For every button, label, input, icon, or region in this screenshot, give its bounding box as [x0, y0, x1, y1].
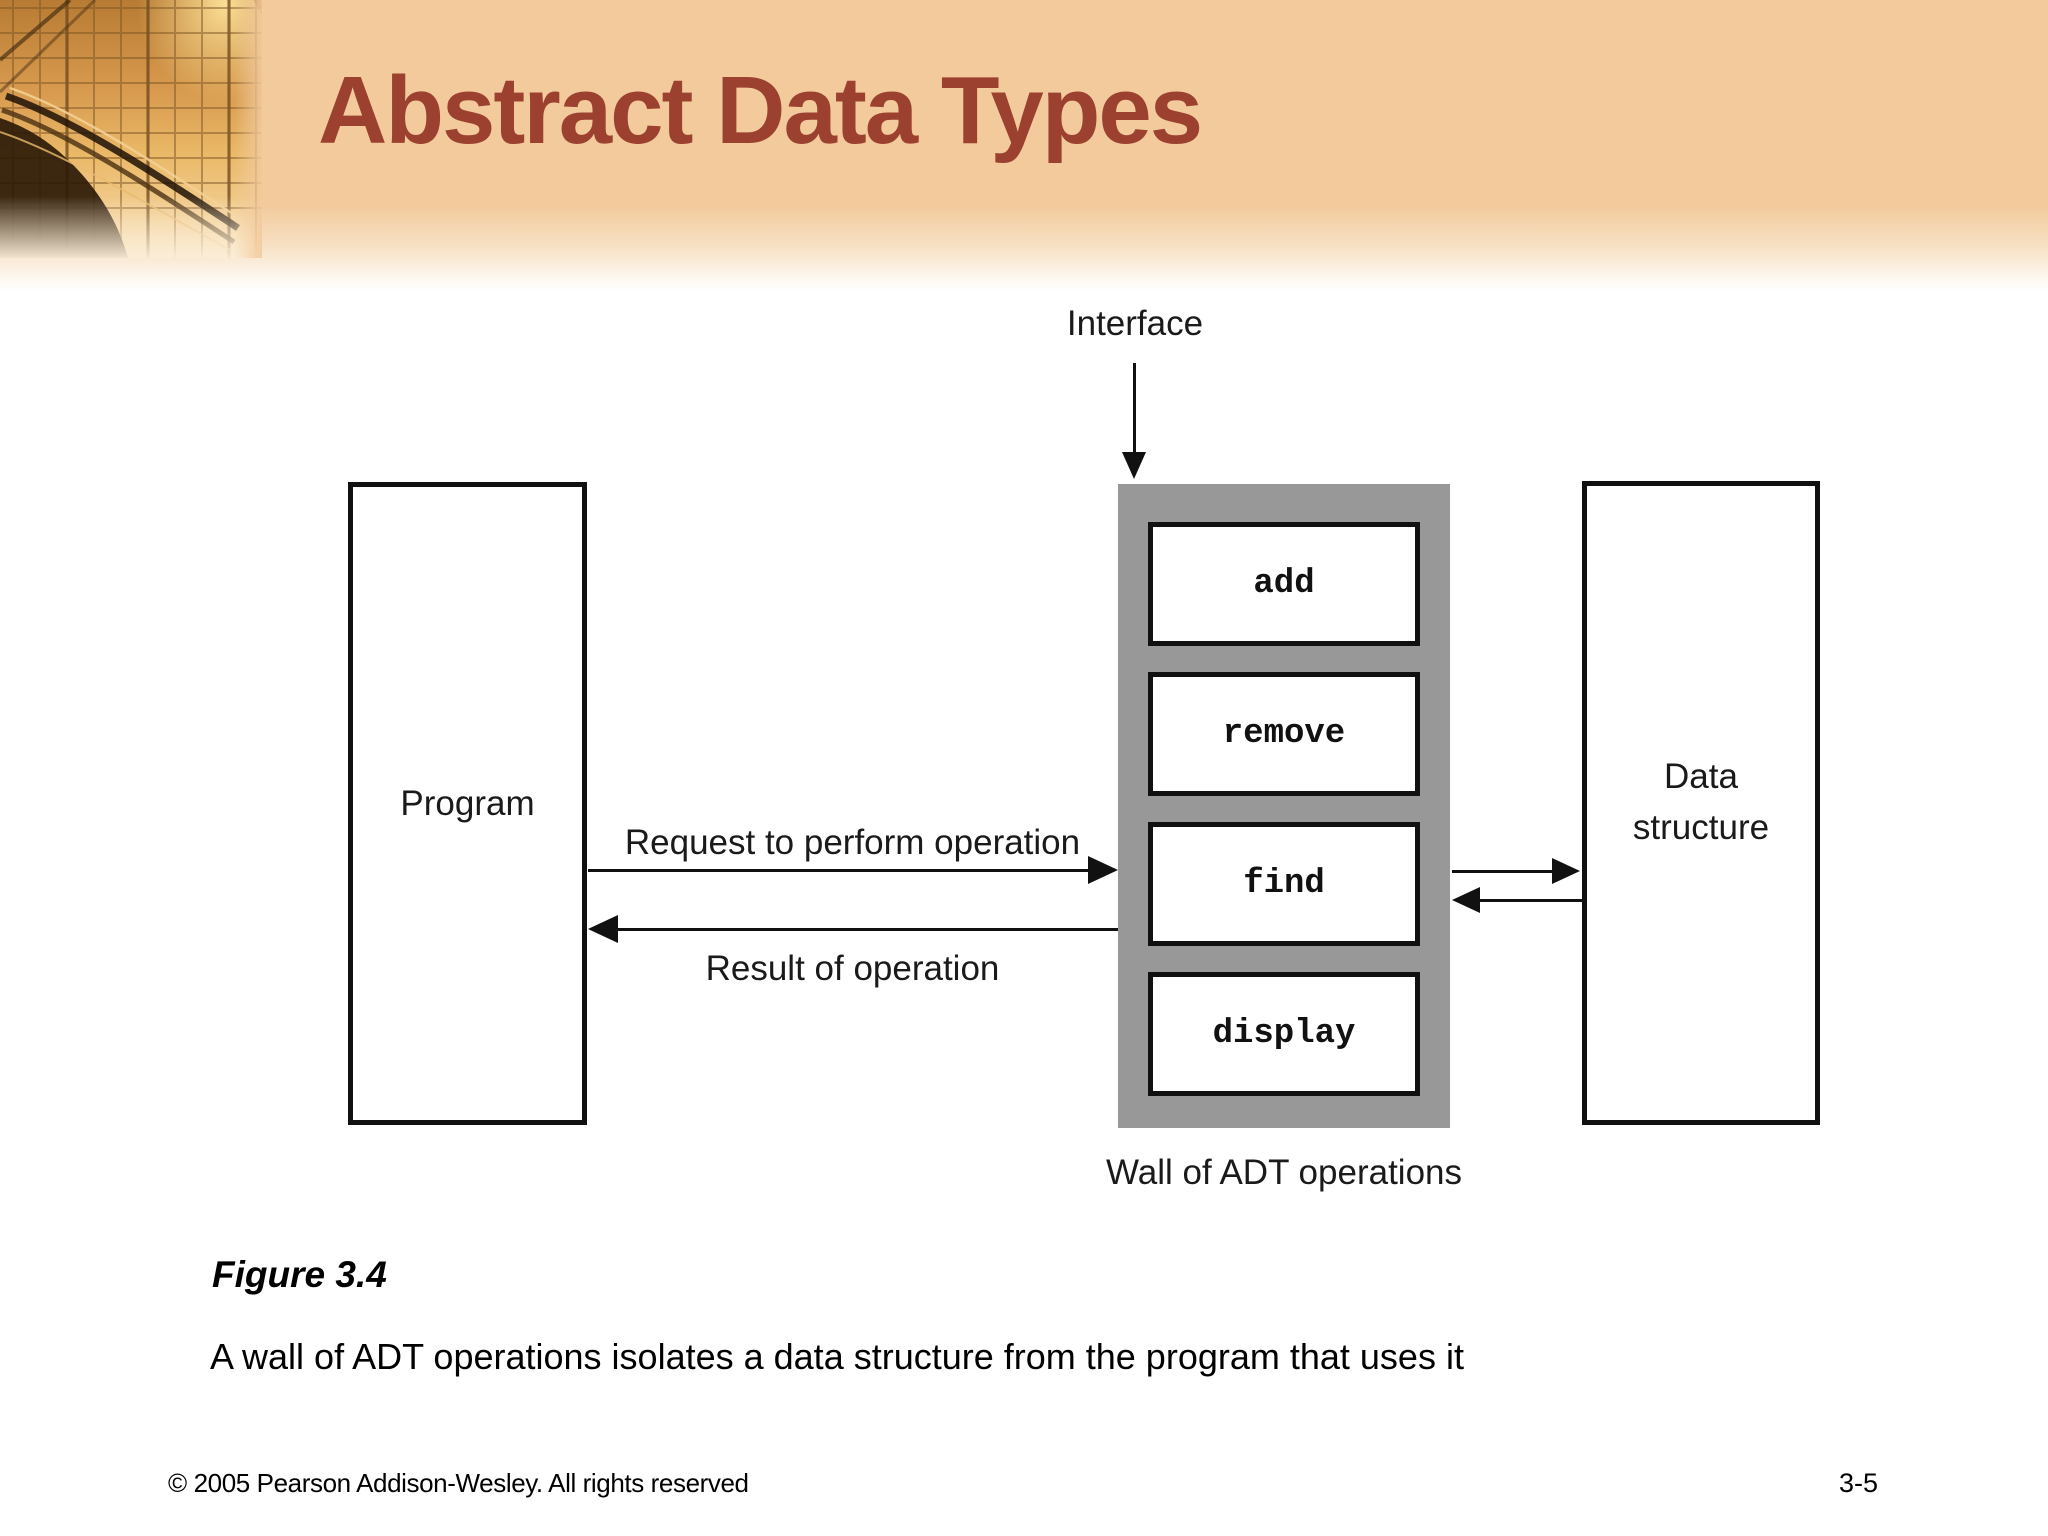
data-to-wall-arrow-line: [1480, 899, 1582, 902]
page-title: Abstract Data Types: [318, 57, 1203, 164]
page-number: 3-5: [1838, 1468, 1878, 1498]
result-arrow-line: [618, 928, 1118, 931]
operation-box-find: find: [1148, 822, 1420, 946]
interface-label: Interface: [1066, 304, 1204, 343]
header-banner: [0, 0, 2048, 292]
data-structure-box: Data structure: [1582, 481, 1820, 1125]
wall-label: Wall of ADT operations: [1106, 1153, 1462, 1192]
footer-copyright: © 2005 Pearson Addison-Wesley. All right…: [168, 1468, 749, 1498]
figure-caption: A wall of ADT operations isolates a data…: [210, 1336, 1464, 1377]
down-arrowhead-icon: [1122, 452, 1146, 479]
building-photo: [0, 0, 270, 258]
program-label: Program: [400, 783, 535, 823]
operation-label: display: [1212, 1015, 1356, 1053]
request-label: Request to perform operation: [624, 823, 1081, 862]
data-structure-label: Data structure: [1632, 757, 1770, 847]
adt-wall: add remove find display: [1118, 484, 1450, 1128]
operation-label: find: [1243, 865, 1325, 903]
operation-box-add: add: [1148, 522, 1420, 646]
left-arrowhead-icon: [1452, 887, 1480, 913]
operation-label: add: [1253, 565, 1315, 603]
building-photo-graphic: [0, 0, 270, 258]
figure-label: Figure 3.4: [212, 1254, 387, 1295]
request-arrow-line: [588, 869, 1090, 872]
operation-label: remove: [1222, 715, 1346, 753]
wall-to-data-arrow-line: [1452, 870, 1554, 873]
operation-box-remove: remove: [1148, 672, 1420, 796]
program-box: Program: [348, 482, 587, 1125]
right-arrowhead-icon: [1088, 856, 1118, 884]
interface-arrow-line: [1133, 363, 1136, 453]
right-arrowhead-icon: [1552, 858, 1580, 884]
operation-box-display: display: [1148, 972, 1420, 1096]
result-label: Result of operation: [705, 949, 1000, 988]
left-arrowhead-icon: [588, 915, 618, 943]
